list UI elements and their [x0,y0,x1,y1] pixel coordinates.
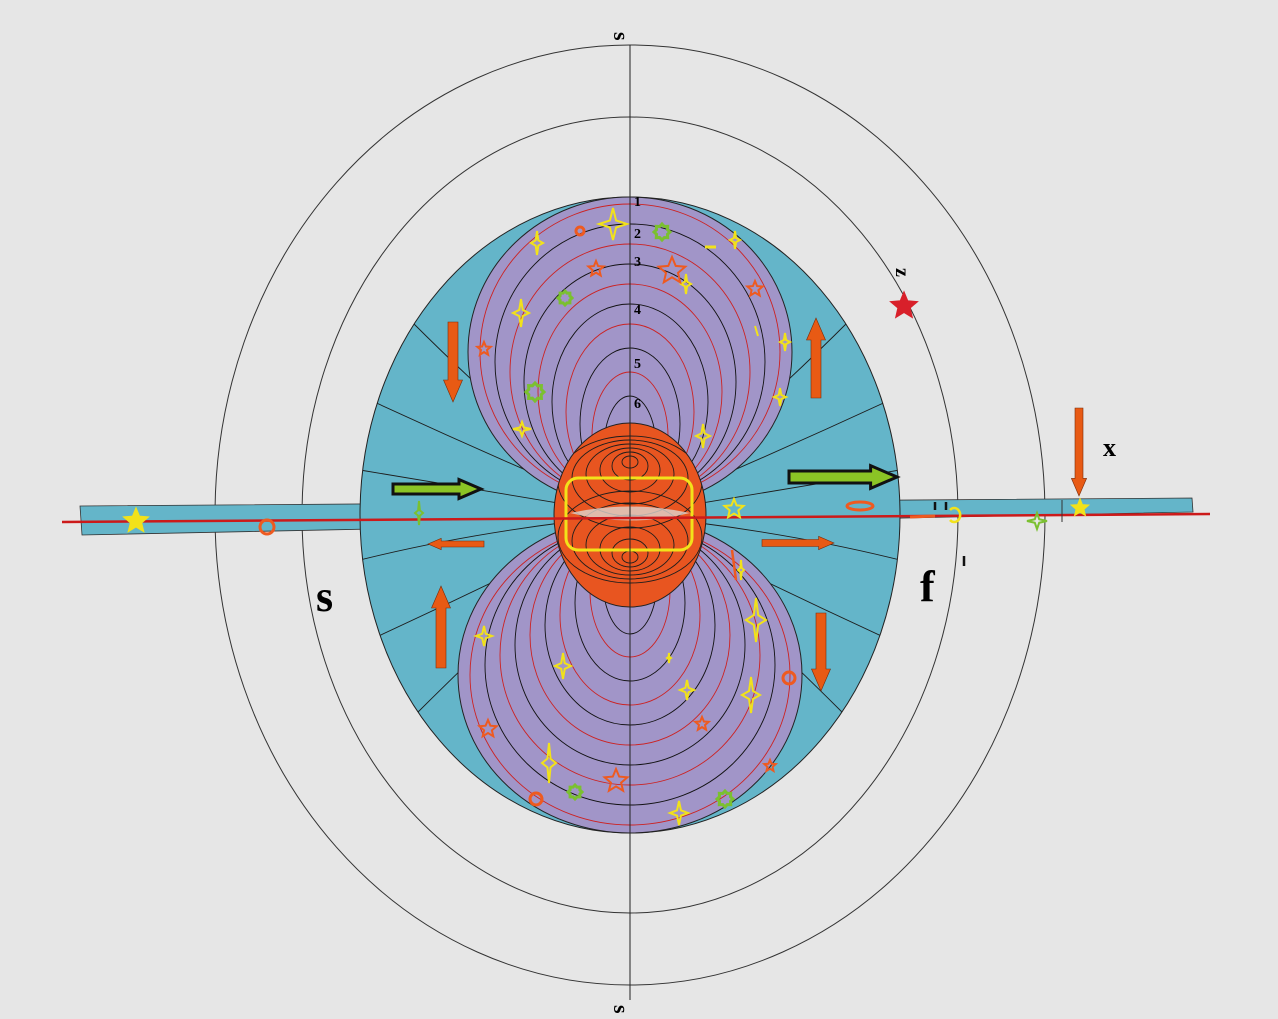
four-point-star-icon [528,230,546,256]
four-point-star-icon [665,652,673,664]
star-icon [656,254,688,285]
ring-icon [781,670,797,686]
scale-4: 4 [634,303,641,318]
arrow-left-icon [427,537,485,551]
label-right-f: f [920,562,936,611]
four-point-star-icon [510,298,532,328]
scale-1: 1 [634,195,641,210]
scale-5: 5 [634,357,641,372]
star-icon [474,339,494,357]
star-icon [692,714,712,732]
four-point-star-icon [595,207,631,241]
four-point-star-icon [777,332,793,352]
four-point-star-icon [1026,509,1048,533]
markers [122,207,1091,826]
arrow-up-icon [431,585,451,669]
star-icon [722,496,746,520]
four-point-star-icon [512,419,532,439]
arrow-right-icon [787,463,901,491]
ring-icon [574,225,586,237]
arrow-down-icon [811,612,831,692]
four-point-star-icon [677,679,697,701]
star-icon [122,506,150,533]
scale-2: 2 [634,227,641,242]
star-icon [744,278,766,298]
flower-icon [651,221,673,243]
star-icon [1069,497,1091,517]
four-point-star-icon [693,423,713,449]
arrow-down-icon [443,321,463,403]
arrow-right-icon [761,535,835,551]
four-point-star-icon [771,387,789,407]
flower-icon [555,288,575,308]
four-point-star-icon [413,500,425,526]
label-bottom-s: s [609,1005,634,1014]
ring-icon [258,518,276,536]
dash-icon [909,514,936,519]
label-left-s: s [316,572,333,621]
flower-icon [565,782,585,802]
four-point-star-icon [744,597,768,643]
label-x: x [1103,433,1116,462]
star-icon [889,290,919,319]
dash-icon [730,549,738,581]
label-z: z [891,268,913,277]
core-highlight-box [564,476,694,552]
four-point-star-icon [739,676,763,714]
hook-icon [949,506,962,524]
star-icon [761,757,779,774]
ring-icon [845,500,875,512]
ring-icon [528,791,544,807]
star-icon [476,717,500,739]
arrow-up-icon [806,317,826,399]
scale-6: 6 [634,397,641,412]
flower-icon [523,380,547,404]
scale-labels: 1 2 3 4 5 6 [634,195,641,412]
equatorial-red-line [61,512,1211,524]
four-point-star-icon [678,273,694,295]
scale-3: 3 [634,255,641,270]
arrow-right-icon [391,477,485,501]
arrow-down-icon [1070,407,1088,497]
four-point-star-icon [667,800,691,826]
four-point-star-icon [540,742,558,784]
star-icon [602,766,630,793]
flow-arrows [391,317,1088,692]
tick-marks [933,502,966,566]
flower-icon [714,788,736,810]
dash-icon [754,325,759,337]
four-point-star-icon [736,559,746,581]
four-point-star-icon [472,625,496,647]
star-icon [585,258,607,278]
four-point-star-icon [727,230,743,250]
label-top-s: s [609,32,634,41]
four-point-star-icon [552,652,574,680]
